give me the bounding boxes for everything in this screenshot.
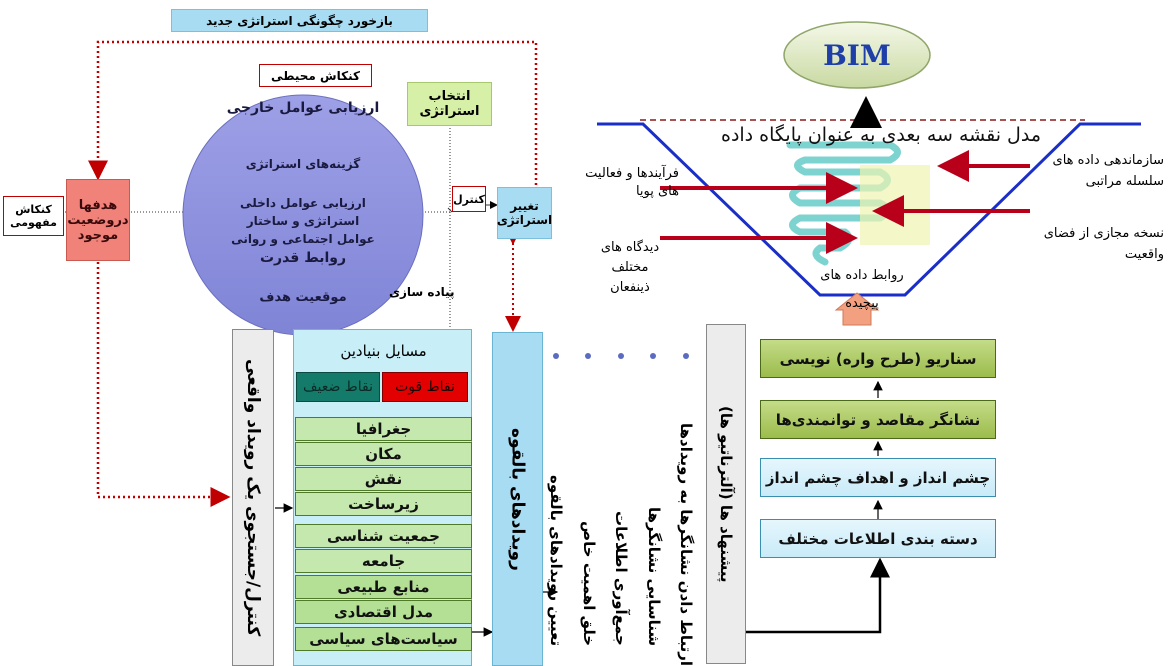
viewpoints-label: دیدگاه های مختلف ذینفعان (600, 240, 660, 295)
bullet-link-indicators: ارتباط دادن نشانگرها به رویدادها (677, 422, 695, 666)
factor-natural-resources: منابع طبیعی (295, 575, 472, 599)
strategy-options-text: گزینه‌های استراتژی (245, 157, 361, 171)
factor-demography: جمعیت شناسی (295, 524, 472, 548)
internal-eval-text: ارزیابی عوامل داخلی (240, 196, 366, 210)
strategy-selection-box: انتخاب استراتژی (407, 82, 492, 126)
social-factors-text: عوامل اجتماعی و روانی (231, 232, 375, 246)
factor-geography: جغرافیا (295, 417, 472, 441)
step-scenario-writing: سناریو (طرح واره) نویسی (760, 339, 996, 378)
implementation-label: پیاده سازی (389, 285, 455, 299)
strategy-structure-text: استراتژی و ساختار (246, 214, 360, 228)
bullet-collect-info: جمع‌آوری اطلاعات (612, 511, 630, 646)
conceptual-interaction-label: کنکاش مفهومی (3, 196, 64, 236)
model-title: مدل نقشه سه بعدی به عنوان پایگاه داده (720, 124, 1042, 146)
search-control-box: کنترل/جستجوی یک رویداد واقعی (232, 329, 274, 666)
strengths-cell: نقاط قوت (382, 372, 468, 402)
proposals-box: پیشنهاد ها (آلترناتیو ها) (706, 324, 746, 664)
weaknesses-cell: نقاط ضعیف (296, 372, 380, 402)
factor-role: نقش (295, 467, 472, 491)
factor-political-policies: سیاست‌های سیاسی (295, 627, 472, 651)
external-eval-text: ارزیابی عوامل خارجی (226, 100, 380, 116)
control-label: کنترل (452, 186, 486, 212)
complex-relations-label: روابط داده های پیچیده (820, 268, 904, 311)
hierarchy-label: سازماندهی داده های سلسله مراتبی (1052, 153, 1164, 189)
potential-events-box: رویدادهای بالقوه (492, 332, 543, 666)
factor-economic-model: مدل اقتصادی (295, 600, 472, 624)
strategy-change-box: تغییر استراتژی (497, 187, 552, 239)
goals-box: هدفها دروضعیت موجود (66, 179, 130, 261)
power-relations-text: روابط قدرت (259, 250, 347, 266)
processes-label: فرآیندها و فعالیت های پویا (585, 166, 679, 199)
factor-place: مکان (295, 442, 472, 466)
bim-label: BIM (823, 38, 891, 72)
virtual-copy-label: نسخه مجازی از فضای واقعیت (1043, 226, 1164, 262)
feedback-banner: بازخورد چگونگی استراتژی جدید (171, 9, 428, 32)
fundamentals-title: مسایل بنیادین (340, 342, 427, 360)
goal-position-text: موقعیت هدف (259, 290, 347, 305)
env-interaction-label: کنکاش محیطی (259, 64, 372, 87)
factor-infrastructure: زیرساخت (295, 492, 472, 516)
factor-society: جامعه (295, 549, 472, 573)
bullet-determine-events: تعیین رویدادهای بالقوه (547, 474, 565, 646)
step-intentions-capabilities: نشانگر مقاصد و توانمندی‌ها (760, 400, 996, 439)
step-vision-goals: چشم انداز و اهداف چشم انداز (760, 458, 996, 497)
bullet-identify-indicators: شناسایی نشانگرها (645, 506, 663, 646)
bullet-special-importance: خلق اهمیت خاص (580, 520, 598, 646)
step-info-categorization: دسته بندی اطلاعات مختلف (760, 519, 996, 558)
